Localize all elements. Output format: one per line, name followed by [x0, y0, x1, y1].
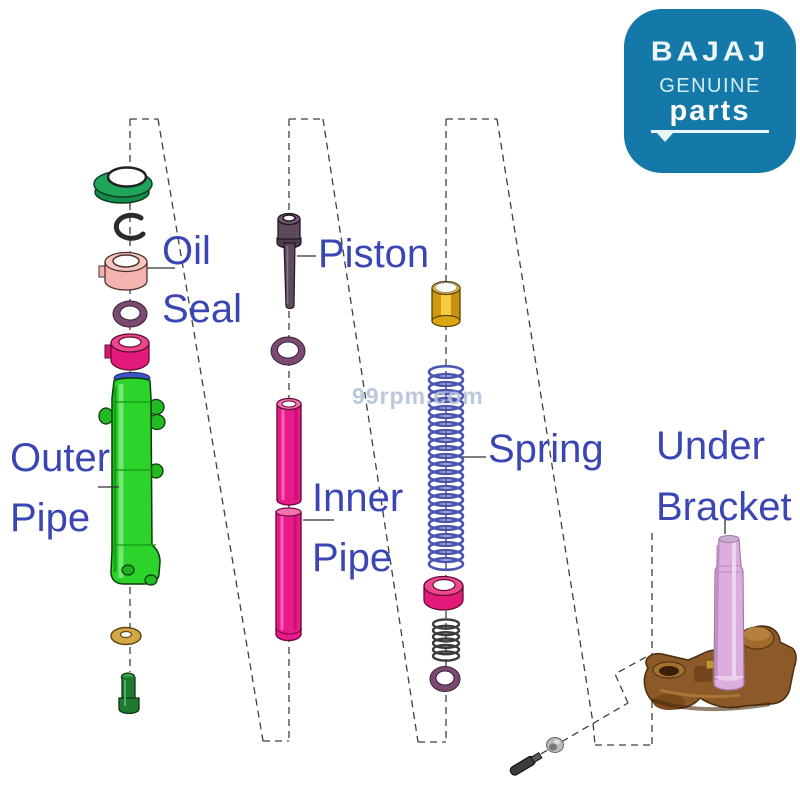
spring-label-line1: Spring — [488, 427, 604, 471]
inner-pipe-lower-part — [275, 507, 302, 642]
bush-ring-part — [104, 333, 150, 371]
outer-pipe-label: Outer Pipe — [10, 428, 110, 548]
washer-part — [110, 626, 142, 646]
piston-label: Piston — [318, 225, 429, 283]
circlip-part — [113, 212, 146, 241]
under-bracket-label-line2: Bracket — [656, 485, 792, 529]
guide-slant-3 — [496, 118, 596, 746]
oil-seal-part — [98, 251, 148, 291]
inner-pipe-upper-part — [276, 397, 302, 506]
upper-oring-part — [112, 300, 148, 328]
drain-bolt-part — [118, 672, 140, 715]
watermark: 99rpm.com — [352, 383, 484, 409]
piston-rod-part — [276, 212, 302, 310]
bajaj-genuine-parts-badge: BAJAJ GENUINE parts — [624, 9, 796, 173]
outer-pipe-label-line2: Pipe — [10, 496, 91, 540]
main-spring-part — [427, 364, 465, 572]
pinch-bolt-part — [509, 751, 543, 776]
oil-seal-label: Oil Seal — [162, 222, 242, 338]
under-bracket-label-line1: Under — [656, 424, 765, 468]
pinch-nut-part — [546, 737, 564, 753]
dust-seal-part — [93, 166, 153, 204]
inner-pipe-label-line1: Inner — [312, 476, 404, 520]
outer-pipe-part — [98, 372, 166, 586]
outer-pipe-label-line1: Outer — [10, 436, 111, 480]
parts-text: parts — [669, 95, 751, 127]
logo-arrow-icon — [657, 133, 673, 142]
leader-lines — [98, 255, 726, 534]
spring-label: Spring — [488, 420, 604, 478]
oil-seal-label-line1: Oil — [162, 229, 211, 273]
logo-underline — [651, 130, 769, 142]
inner-pipe-label-line2: Pipe — [312, 536, 393, 580]
hex-spacer-part — [431, 280, 461, 328]
screw-guide-line — [509, 702, 629, 773]
lower-oring-part — [429, 666, 461, 692]
piston-oring-part — [270, 336, 306, 366]
guide-slant-1 — [157, 118, 264, 742]
oil-seal-label-line2: Seal — [162, 287, 243, 331]
inner-pipe-label: Inner Pipe — [312, 468, 403, 588]
guide-slant-2 — [322, 118, 419, 743]
piston-label-line1: Piston — [318, 232, 430, 276]
genuine-text: GENUINE — [659, 75, 761, 97]
spring-collar-part — [423, 575, 464, 611]
steering-stem-part — [713, 535, 745, 691]
bracket-eye-outline — [614, 656, 654, 704]
rebound-spring-part — [431, 618, 461, 662]
bajaj-logo-text: BAJAJ — [650, 36, 770, 67]
under-bracket-label: Under Bracket — [656, 416, 792, 538]
